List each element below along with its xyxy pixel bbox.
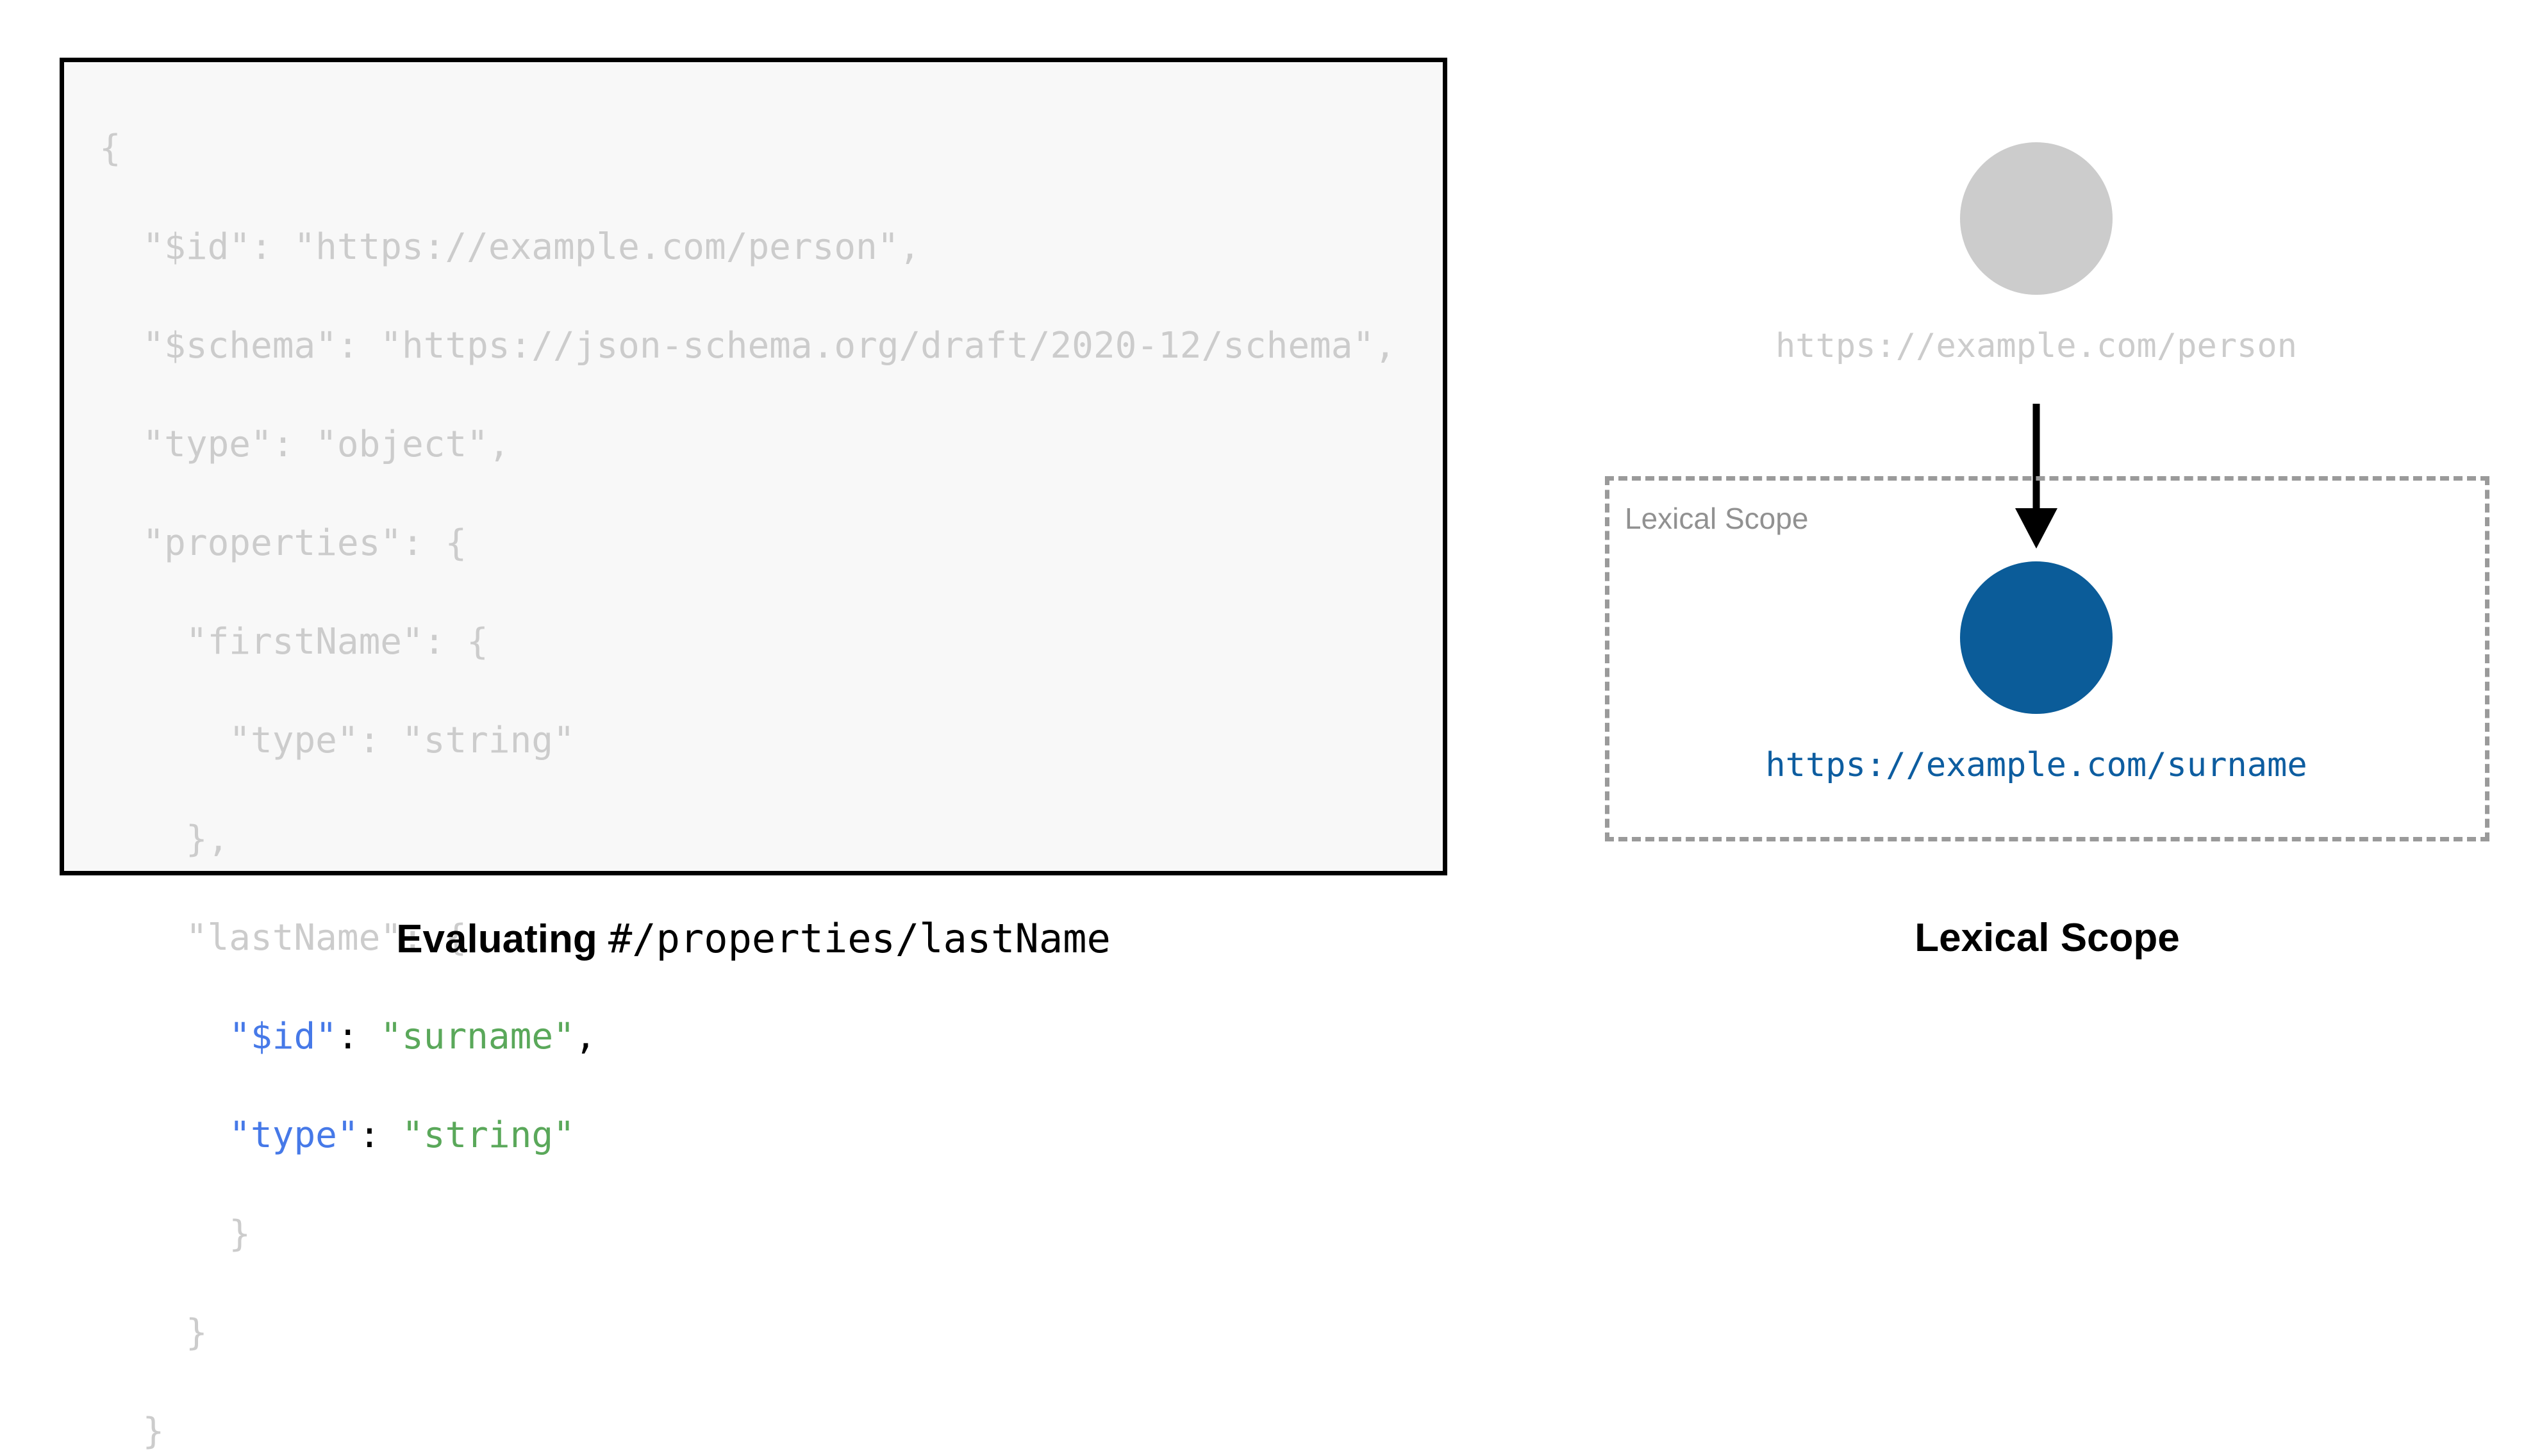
code-indent [99,1213,229,1255]
code-indent [99,325,142,367]
schema-source-panel: { "$id": "https://example.com/person", "… [0,0,1493,1452]
left-panel-caption: Evaluating #/properties/lastName [60,915,1447,962]
code-token-str: "surname" [380,1016,575,1057]
lexical-scope-box-label: Lexical Scope [1625,502,1809,535]
left-caption-pointer: #/properties/lastName [608,915,1111,962]
code-line: "$id": "surname", [99,1012,1396,1061]
code-line: "firstName": { [99,617,1396,666]
code-line: "type": "string" [99,1111,1396,1160]
left-caption-strong: Evaluating [396,917,597,961]
code-indent [99,621,186,663]
code-token-punct: , [574,1016,597,1057]
lexical-scope-diagram-panel: https://example.com/person Lexical Scope… [1493,0,2542,1025]
json-schema-code-block: { "$id": "https://example.com/person", "… [60,58,1447,1452]
code-indent [99,720,229,761]
json-schema-code-listing: { "$id": "https://example.com/person", "… [99,124,1396,1456]
root-node-label: https://example.com/person [1775,327,2297,365]
lexical-scope-boundary-box [1605,476,2489,841]
code-indent [99,1016,229,1057]
root-node-circle-icon [1960,142,2113,295]
code-token-dim: } [142,1410,165,1452]
scoped-node-label: https://example.com/surname [1765,746,2307,784]
code-token-dim: "type": "string" [229,720,575,761]
code-token-dim: }, [185,818,229,860]
code-line: } [99,1209,1396,1259]
code-indent [99,1410,142,1452]
scoped-node-circle-icon [1960,561,2113,714]
code-token-dim: "type": "object", [142,424,510,465]
code-indent [99,818,186,860]
code-line: "type": "object", [99,420,1396,469]
code-token-dim: "$id": "https://example.com/person", [142,226,921,268]
code-token-dim: { [99,128,121,169]
code-token-dim: "lastName": { [185,917,467,959]
scope-edge-arrow-icon [2015,404,2057,549]
code-token-dim: "$schema": "https://json-schema.org/draf… [142,325,1396,367]
code-token-punct: : [336,1016,381,1057]
code-token-dim: } [185,1312,208,1353]
code-token-dim: "firstName": { [185,621,488,663]
code-line: } [99,1407,1396,1456]
code-token-key: "type" [229,1114,359,1156]
code-indent [99,226,142,268]
code-token-dim: } [229,1213,251,1255]
code-indent [99,424,142,465]
code-line: }, [99,815,1396,864]
code-line: "lastName": { [99,913,1396,963]
code-line: "$id": "https://example.com/person", [99,222,1396,272]
code-line: } [99,1308,1396,1357]
code-token-punct: : [358,1114,403,1156]
code-line: "properties": { [99,518,1396,568]
code-line: "$schema": "https://json-schema.org/draf… [99,321,1396,370]
code-token-str: "string" [402,1114,575,1156]
code-token-key: "$id" [229,1016,337,1057]
code-indent [99,1114,229,1156]
code-line: "type": "string" [99,716,1396,765]
code-line: { [99,124,1396,173]
right-panel-caption: Lexical Scope [1915,916,2180,960]
code-indent [99,1312,186,1353]
code-token-dim: "properties": { [142,522,467,564]
code-indent [99,522,142,564]
